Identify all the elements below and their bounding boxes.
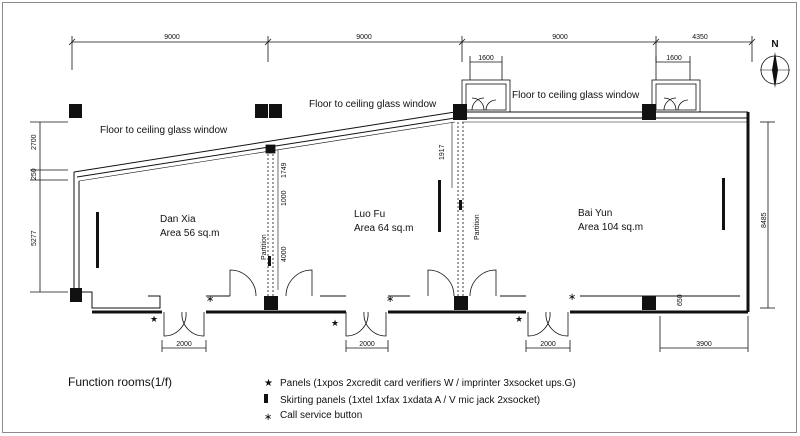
dim-bay-2: 1600 [666, 55, 682, 62]
skirting-panel-icon [264, 394, 268, 403]
dim-top-1: 9000 [164, 34, 180, 41]
glass-window-label-1: Floor to ceiling glass window [100, 125, 228, 136]
dim-top-4: 4350 [692, 34, 708, 41]
svg-text:250: 250 [31, 168, 38, 180]
svg-text:Partition: Partition [261, 234, 268, 260]
dim-1000: 1000 [281, 190, 288, 206]
exterior-walls [73, 111, 750, 314]
svg-text:5277: 5277 [31, 230, 38, 246]
dim-8485: 8485 [761, 212, 768, 228]
dim-1917: 1917 [439, 144, 446, 160]
dim-5277: 5277 [31, 230, 38, 246]
partitions [265, 122, 464, 296]
call-button-marker: ∗ [206, 294, 214, 305]
doors [163, 269, 569, 337]
legend-symbol-call: ∗ [264, 412, 272, 423]
dim-top-3: 9000 [552, 34, 568, 41]
top-dimension-chain [68, 36, 756, 70]
legend-symbol-panels: ★ [264, 378, 273, 389]
bay-dimensions [469, 56, 691, 80]
dim-1749: 1749 [281, 162, 288, 178]
glass-bays [461, 79, 701, 113]
glass-window-label-3: Floor to ceiling glass window [512, 90, 640, 101]
panel-marker: ★ [515, 314, 523, 324]
room-area-bai-yun: Area 104 sq.m [578, 222, 643, 233]
north-label: N [771, 39, 778, 50]
svg-text:1749: 1749 [281, 162, 288, 178]
left-dimensions [30, 121, 68, 293]
svg-text:2700: 2700 [31, 134, 38, 150]
svg-text:1000: 1000 [281, 190, 288, 206]
svg-text:650: 650 [677, 294, 684, 306]
panel-marker: ★ [150, 314, 158, 324]
legend-text-call: Call service button [280, 410, 362, 421]
north-arrow-icon [760, 52, 790, 88]
dim-bottom-1: 2000 [176, 341, 192, 348]
room-area-luo-fu: Area 64 sq.m [354, 223, 413, 234]
drawing-title: Function rooms(1/f) [68, 375, 172, 389]
legend-text-skirting: Skirting panels (1xtel 1xfax 1xdata A / … [280, 395, 540, 406]
partition-label-1: Partition [261, 234, 268, 260]
dim-top-2: 9000 [356, 34, 372, 41]
inner-dimension-lines [277, 122, 453, 290]
call-button-marker: ∗ [386, 294, 394, 305]
plan-markers: ★ ★ ★ ∗ ∗ ∗ [150, 292, 576, 328]
svg-text:4000: 4000 [281, 246, 288, 262]
room-area-dan-xia: Area 56 sq.m [160, 228, 219, 239]
bottom-dimensions [161, 316, 749, 352]
skirting-panels [96, 178, 725, 268]
call-button-marker: ∗ [568, 292, 576, 303]
room-name-dan-xia: Dan Xia [160, 214, 196, 225]
svg-text:8485: 8485 [761, 212, 768, 228]
columns [69, 104, 656, 310]
legend-text-panels: Panels (1xpos 2xcredit card verifiers W … [280, 378, 576, 389]
partition-label-2: Partition [474, 214, 481, 240]
right-dimension [760, 121, 775, 309]
dim-bottom-2: 2000 [359, 341, 375, 348]
dim-bottom-4: 3900 [696, 341, 712, 348]
dim-2700: 2700 [31, 134, 38, 150]
dim-4000: 4000 [281, 246, 288, 262]
dim-650: 650 [677, 294, 684, 306]
svg-text:1917: 1917 [439, 144, 446, 160]
room-name-bai-yun: Bai Yun [578, 208, 612, 219]
dim-bottom-3: 2000 [540, 341, 556, 348]
glass-window-label-2: Floor to ceiling glass window [309, 99, 437, 110]
panel-marker: ★ [331, 318, 339, 328]
dim-bay-1: 1600 [478, 55, 494, 62]
dim-250: 250 [31, 168, 38, 180]
svg-text:Partition: Partition [474, 214, 481, 240]
room-name-luo-fu: Luo Fu [354, 209, 385, 220]
